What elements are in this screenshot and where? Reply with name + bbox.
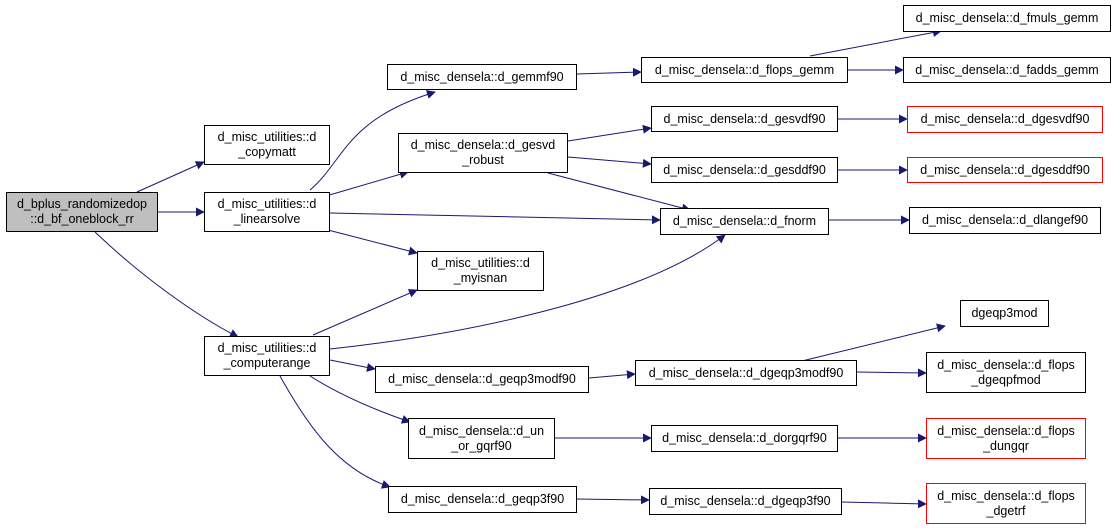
edge-linearsolve-fnorm (329, 212, 661, 225)
edge-linearsolve-myisnan (327, 229, 418, 256)
edge-gemmf90-flops-gemm (576, 67, 642, 77)
edge-computerange-fnorm (329, 234, 726, 350)
edge-computerange-un-or-gqrf90 (309, 375, 411, 424)
edge-linearsolve-gesvd-robust (325, 169, 409, 197)
node-flops-gemm[interactable]: d_misc_densela::d_flops_gemm (641, 57, 848, 83)
node-dlangef90[interactable]: d_misc_densela::d_dlangef90 (909, 207, 1101, 234)
node-computerange[interactable]: d_misc_utilities::d _computerange (204, 336, 330, 376)
node-myisnan[interactable]: d_misc_utilities::d _myisnan (417, 251, 544, 291)
node-linearsolve[interactable]: d_misc_utilities::d _linearsolve (204, 192, 330, 232)
node-fnorm[interactable]: d_misc_densela::d_fnorm (660, 208, 829, 235)
edge-dgeqp3modf90-flops-dgeqpfmod (856, 368, 927, 378)
node-gesvdf90[interactable]: d_misc_densela::d_gesvdf90 (651, 106, 838, 132)
node-flops-dungqr[interactable]: d_misc_densela::d_flops _dungqr (926, 418, 1086, 459)
edge-computerange-geqp3f90 (279, 375, 391, 489)
node-gemmf90[interactable]: d_misc_densela::d_gemmf90 (387, 64, 577, 90)
edge-computerange-geqp3modf90 (329, 359, 376, 372)
edge-geqp3modf90-dgeqp3modf90 (588, 370, 636, 380)
edge-gesvd-robust-fnorm (547, 172, 691, 213)
edge-dgeqp3f90-flops-dgetrf (841, 499, 927, 509)
node-dgeqp3modf90[interactable]: d_misc_densela::d_dgeqp3modf90 (635, 360, 857, 386)
node-dgesvdf90[interactable]: d_misc_densela::d_dgesvdf90 (907, 106, 1103, 133)
node-geqp3modf90[interactable]: d_misc_densela::d_geqp3modf90 (375, 366, 589, 393)
edge-gesvd-robust-gesddf90 (567, 156, 652, 168)
node-flops-dgetrf[interactable]: d_misc_densela::d_flops _dgetrf (926, 483, 1086, 524)
node-fmuls-gemm[interactable]: d_misc_densela::d_fmuls_gemm (903, 5, 1111, 32)
edge-dgeqp3modf90-dgeqp3mod (801, 323, 946, 362)
edge-geqp3f90-dgeqp3f90 (576, 495, 650, 505)
node-un-or-gqrf90[interactable]: d_misc_densela::d_un _or_gqrf90 (408, 418, 555, 459)
node-dorgqrf90[interactable]: d_misc_densela::d_dorgqrf90 (651, 425, 838, 452)
edge-flops-gemm-fmuls-gemm (809, 28, 942, 57)
node-fadds-gemm[interactable]: d_misc_densela::d_fadds_gemm (903, 57, 1111, 83)
edge-linearsolve-gemmf90 (309, 90, 436, 191)
node-geqp3f90[interactable]: d_misc_densela::d_geqp3f90 (388, 486, 577, 513)
node-dgesddf90[interactable]: d_misc_densela::d_dgesddf90 (907, 157, 1103, 183)
node-copymatt[interactable]: d_misc_utilities::d _copymatt (204, 125, 330, 165)
edge-gesvd-robust-gesvdf90 (567, 124, 652, 142)
node-flops-dgeqpfmod[interactable]: d_misc_densela::d_flops _dgeqpfmod (926, 352, 1086, 393)
node-root: d_bplus_randomizedop ::d_bf_oneblock_rr (6, 192, 158, 232)
node-dgeqp3f90[interactable]: d_misc_densela::d_dgeqp3f90 (649, 488, 842, 515)
node-dgeqp3mod[interactable]: dgeqp3mod (960, 300, 1049, 327)
edge-computerange-myisnan (312, 289, 418, 336)
node-gesddf90[interactable]: d_misc_densela::d_gesddf90 (651, 157, 838, 183)
node-gesvd-robust[interactable]: d_misc_densela::d_gesvd _robust (398, 133, 568, 173)
edge-root-computerange (94, 231, 239, 338)
edge-root-copymatt (136, 161, 205, 193)
